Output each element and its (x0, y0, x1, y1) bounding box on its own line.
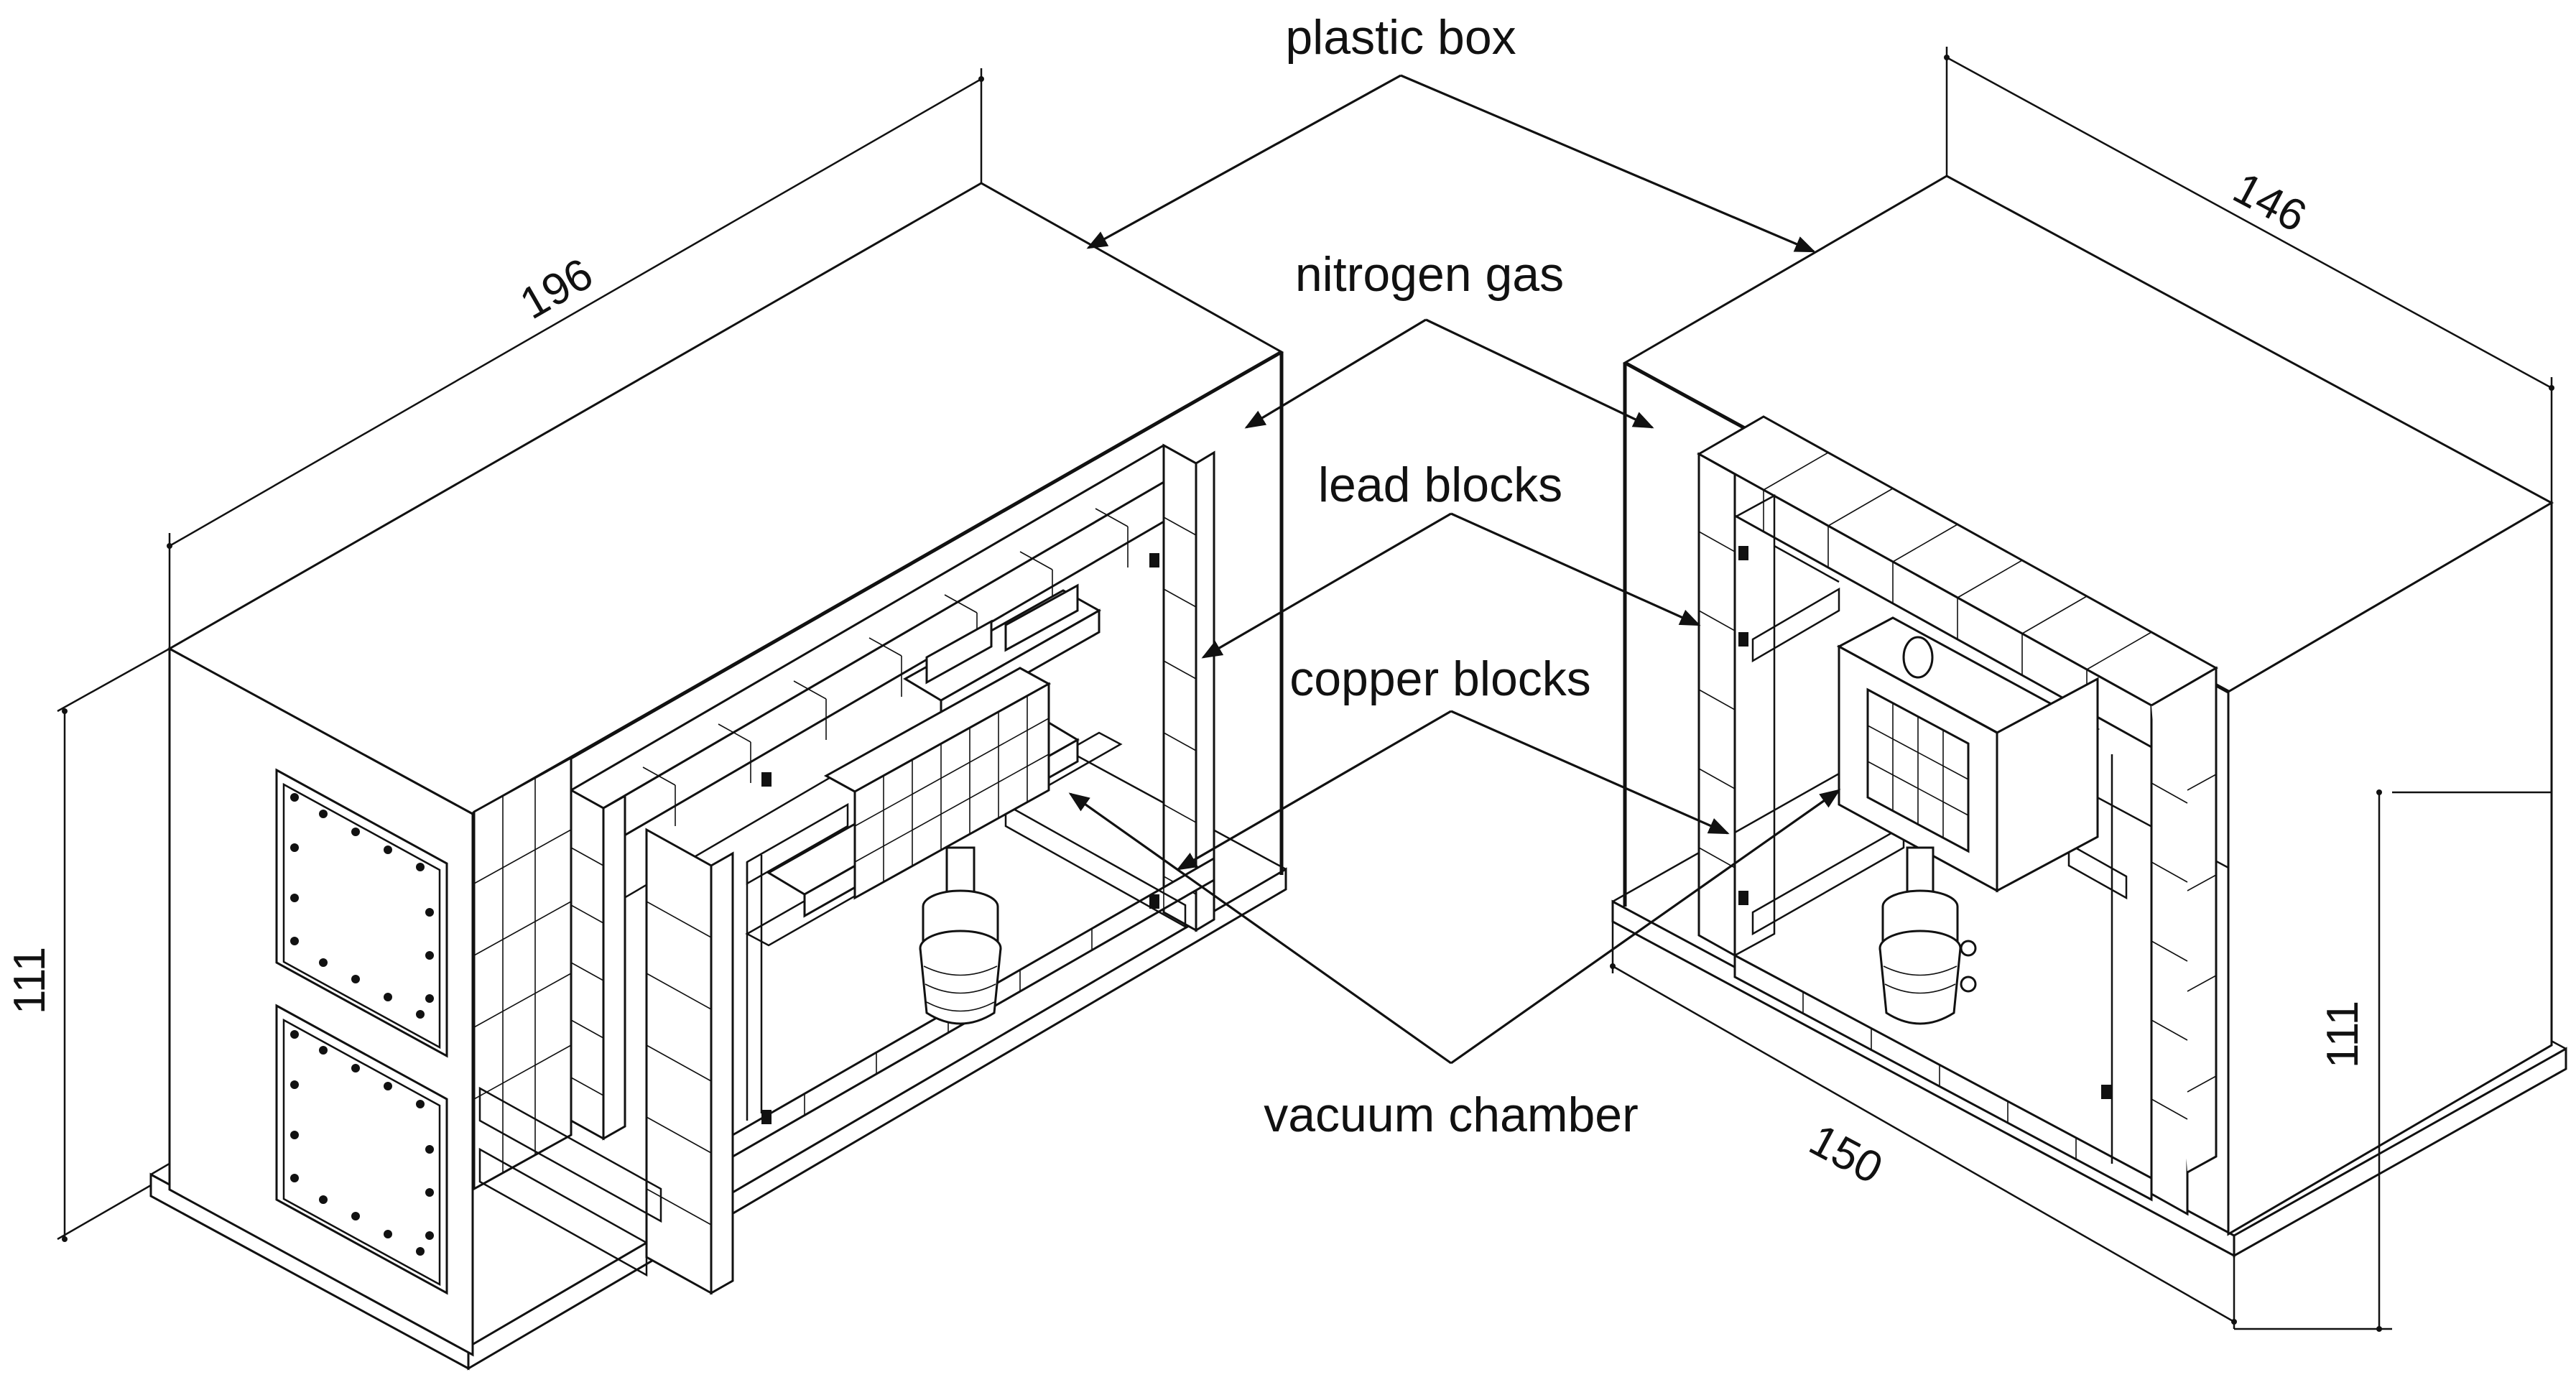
label-copper-blocks: copper blocks (1289, 652, 1591, 706)
label-vacuum-chamber: vacuum chamber (1264, 1088, 1639, 1142)
callout-arrows (1068, 74, 1841, 1065)
dim-left-length: 196 (512, 249, 601, 329)
dim-left-height: 111 (5, 947, 55, 1014)
left-port-panel-bottom (275, 1004, 448, 1295)
left-copper-blocks (766, 583, 1102, 918)
left-lead-blocks (473, 443, 1215, 1295)
label-plastic-box: plastic box (1285, 10, 1516, 65)
left-vacuum-chamber (919, 846, 1002, 1025)
right-assembly (1611, 175, 2567, 1258)
right-rails (1751, 545, 2128, 936)
dim-right-depth: 146 (2225, 163, 2315, 241)
right-vacuum-chamber (1878, 846, 1977, 1025)
callout-labels: plastic box nitrogen gas lead blocks cop… (1264, 10, 1639, 1142)
label-lead-blocks: lead blocks (1318, 458, 1562, 512)
left-brackets (761, 553, 1159, 1124)
right-plastic-box (1622, 175, 2554, 1236)
left-assembly (149, 182, 1287, 1371)
dim-right-width: 150 (1802, 1115, 1891, 1193)
right-copper-blocks (1836, 616, 2100, 893)
label-nitrogen-gas: nitrogen gas (1295, 247, 1564, 302)
dim-right-height: 111 (2318, 1001, 2368, 1068)
dimension-lines (57, 47, 2554, 1332)
left-port-panel-top (275, 768, 448, 1058)
